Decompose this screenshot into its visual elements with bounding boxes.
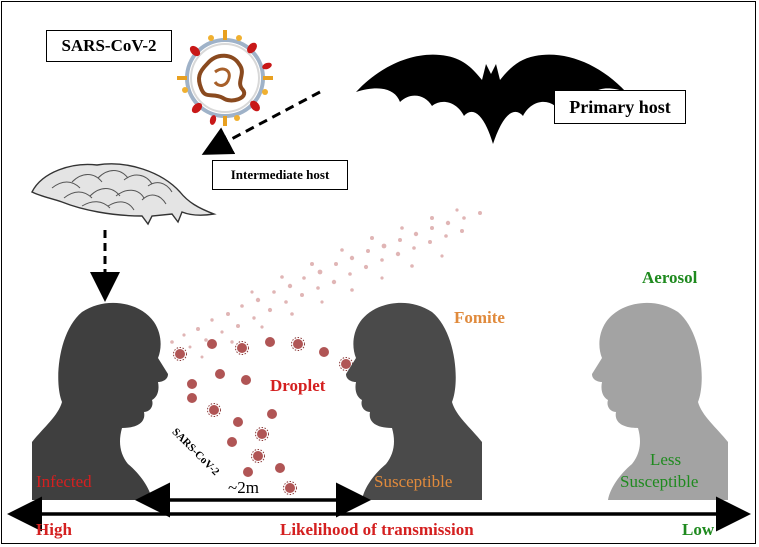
susceptible-label: Susceptible: [374, 472, 453, 491]
likelihood-label: Likelihood of transmission: [280, 520, 474, 539]
coronavirus-icon: [177, 30, 273, 126]
pangolin-icon: [31, 163, 217, 226]
arrow-bat-to-pangolin: [201, 90, 321, 155]
aerosol-label: Aerosol: [642, 268, 698, 287]
virus-label: SARS-CoV-2: [46, 30, 172, 62]
droplet-particles: [153, 337, 369, 495]
distance-label: ~2m: [228, 478, 259, 497]
low-label: Low: [682, 520, 715, 539]
fomite-label: Fomite: [454, 308, 505, 327]
susceptible-head-icon: [346, 302, 482, 500]
less-susceptible-label-line2: Susceptible: [620, 472, 699, 491]
infected-head-icon: [32, 302, 168, 500]
intermediate-host-label: Intermediate host: [212, 160, 348, 190]
aerosol-particles: [170, 208, 482, 359]
bat-icon: [356, 54, 626, 145]
infected-label: Infected: [36, 472, 92, 491]
less-susceptible-head-icon: [592, 302, 728, 500]
high-label: High: [36, 520, 72, 539]
less-susceptible-label-line1: Less: [650, 450, 682, 469]
droplet-label: Droplet: [270, 376, 326, 395]
primary-host-label: Primary host: [554, 90, 686, 124]
